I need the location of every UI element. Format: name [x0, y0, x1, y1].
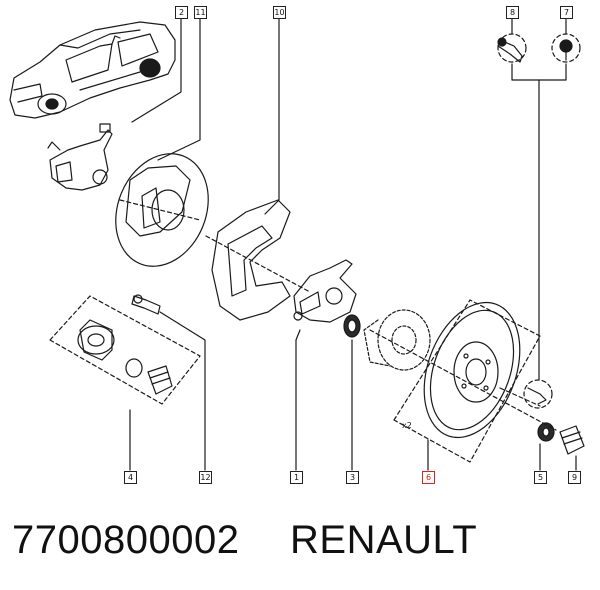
- callout-7: 7: [560, 6, 573, 19]
- caliper-bracket: [293, 259, 357, 471]
- seal-ring: [343, 314, 361, 471]
- callout-9: 9: [568, 471, 581, 484]
- callout-2: 2: [175, 6, 188, 19]
- knuckle-part: [47, 123, 113, 191]
- backing-plate: [115, 153, 209, 267]
- brand-name: RENAULT: [290, 518, 478, 562]
- leader-11: [157, 17, 201, 161]
- callout-12: 12: [199, 471, 212, 484]
- bolt-12: [131, 294, 206, 471]
- axis-line: [369, 329, 557, 431]
- leader-10: [264, 17, 280, 215]
- bearing-sketch: [363, 309, 431, 371]
- part-number: 7700800002: [12, 518, 240, 562]
- callout-6: 6: [422, 471, 435, 484]
- qty-label: x2: [402, 421, 412, 430]
- callout-4: 4: [124, 471, 137, 484]
- callout-8: 8: [506, 6, 519, 19]
- callout-11: 11: [194, 6, 207, 19]
- callout-1: 1: [290, 471, 303, 484]
- leader-2: [131, 17, 182, 123]
- screws-top-right: [497, 17, 581, 381]
- hub-assembly-group: [49, 295, 201, 471]
- callout-5: 5: [534, 471, 547, 484]
- brake-disc-group: [393, 299, 541, 471]
- callout-10: 10: [273, 6, 286, 19]
- car-illustration: [9, 21, 176, 119]
- nut-9: [559, 425, 585, 471]
- splash-shield: [205, 199, 311, 321]
- exploded-parts-diagram: x2: [9, 17, 585, 471]
- screw-5-area: [523, 379, 555, 471]
- callout-3: 3: [346, 471, 359, 484]
